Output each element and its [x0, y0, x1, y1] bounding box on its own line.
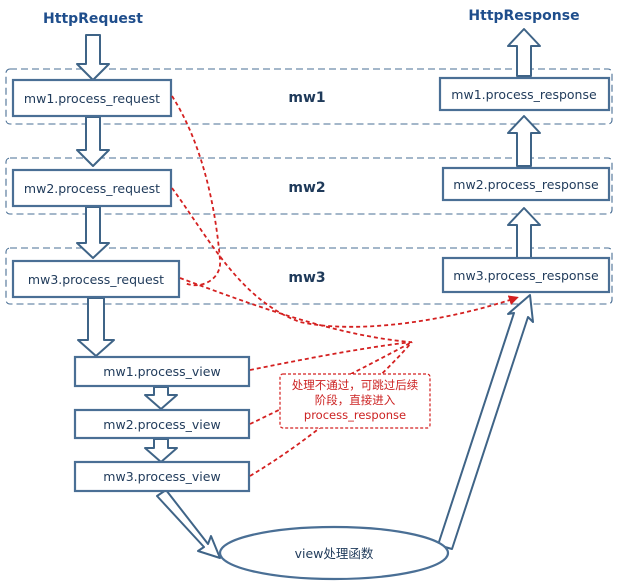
- arrow-request-in: [76, 34, 110, 81]
- mw2-process-view-box: [73, 408, 251, 440]
- mw1-process-view-label: mw1.process_view: [103, 364, 220, 379]
- mw1-process-response-box: [438, 76, 611, 112]
- mw1-label: mw1: [288, 90, 325, 106]
- mw2-label: mw2: [288, 180, 325, 196]
- shortcut-from-mw3-request: [179, 277, 411, 343]
- note-line-3: process_response: [304, 408, 406, 422]
- arrow-resp2-to-resp1: [507, 115, 541, 167]
- note-line-1: 处理不通过，可跳过后续: [292, 378, 419, 392]
- view-function-label: view处理函数: [295, 546, 374, 561]
- http-request-title: HttpRequest: [43, 11, 143, 27]
- arrow-req3-to-view1: [77, 297, 115, 357]
- note-box: [279, 373, 431, 429]
- arrow-response-out: [507, 28, 541, 77]
- mw1-process-request-box: [11, 78, 173, 118]
- http-response-title: HttpResponse: [468, 8, 579, 24]
- mw2-process-view-label: mw2.process_view: [103, 417, 220, 432]
- mw3-label: mw3: [288, 270, 325, 286]
- view-function-ellipse: [218, 525, 450, 581]
- mw1-process-request-label: mw1.process_request: [24, 91, 160, 106]
- shortcut-from-mw1-request: [171, 95, 221, 287]
- mw2-process-response-box: [441, 166, 611, 202]
- note-line-2: 阶段，直接进入: [315, 393, 396, 407]
- mw3-process-request-label: mw3.process_request: [28, 272, 164, 287]
- mw3-process-response-box: [441, 256, 611, 294]
- mw1-band: [5, 68, 613, 125]
- mw2-process-response-label: mw2.process_response: [453, 177, 599, 192]
- mw2-process-request-box: [11, 168, 173, 208]
- mw1-process-view-box: [73, 355, 251, 388]
- arrow-view2-to-view3: [144, 438, 178, 463]
- mw2-band: [5, 157, 613, 215]
- mw1-process-response-label: mw1.process_response: [451, 87, 597, 102]
- arrow-view1-to-view2: [144, 386, 178, 410]
- arrow-req1-to-req2: [76, 116, 110, 167]
- arrow-resp3-to-resp2: [507, 207, 541, 259]
- mw3-process-request-box: [11, 259, 181, 299]
- arrow-view3-to-view-function: [156, 489, 221, 559]
- mw3-process-response-label: mw3.process_response: [453, 268, 599, 283]
- mw3-band: [5, 247, 613, 305]
- shortcut-from-mw1-view: [249, 341, 413, 371]
- arrow-req2-to-req3: [76, 206, 110, 259]
- arrow-view-function-to-response: [437, 294, 534, 550]
- mw2-process-request-label: mw2.process_request: [24, 181, 160, 196]
- mw3-process-view-label: mw3.process_view: [103, 469, 220, 484]
- mw3-process-view-box: [73, 460, 251, 493]
